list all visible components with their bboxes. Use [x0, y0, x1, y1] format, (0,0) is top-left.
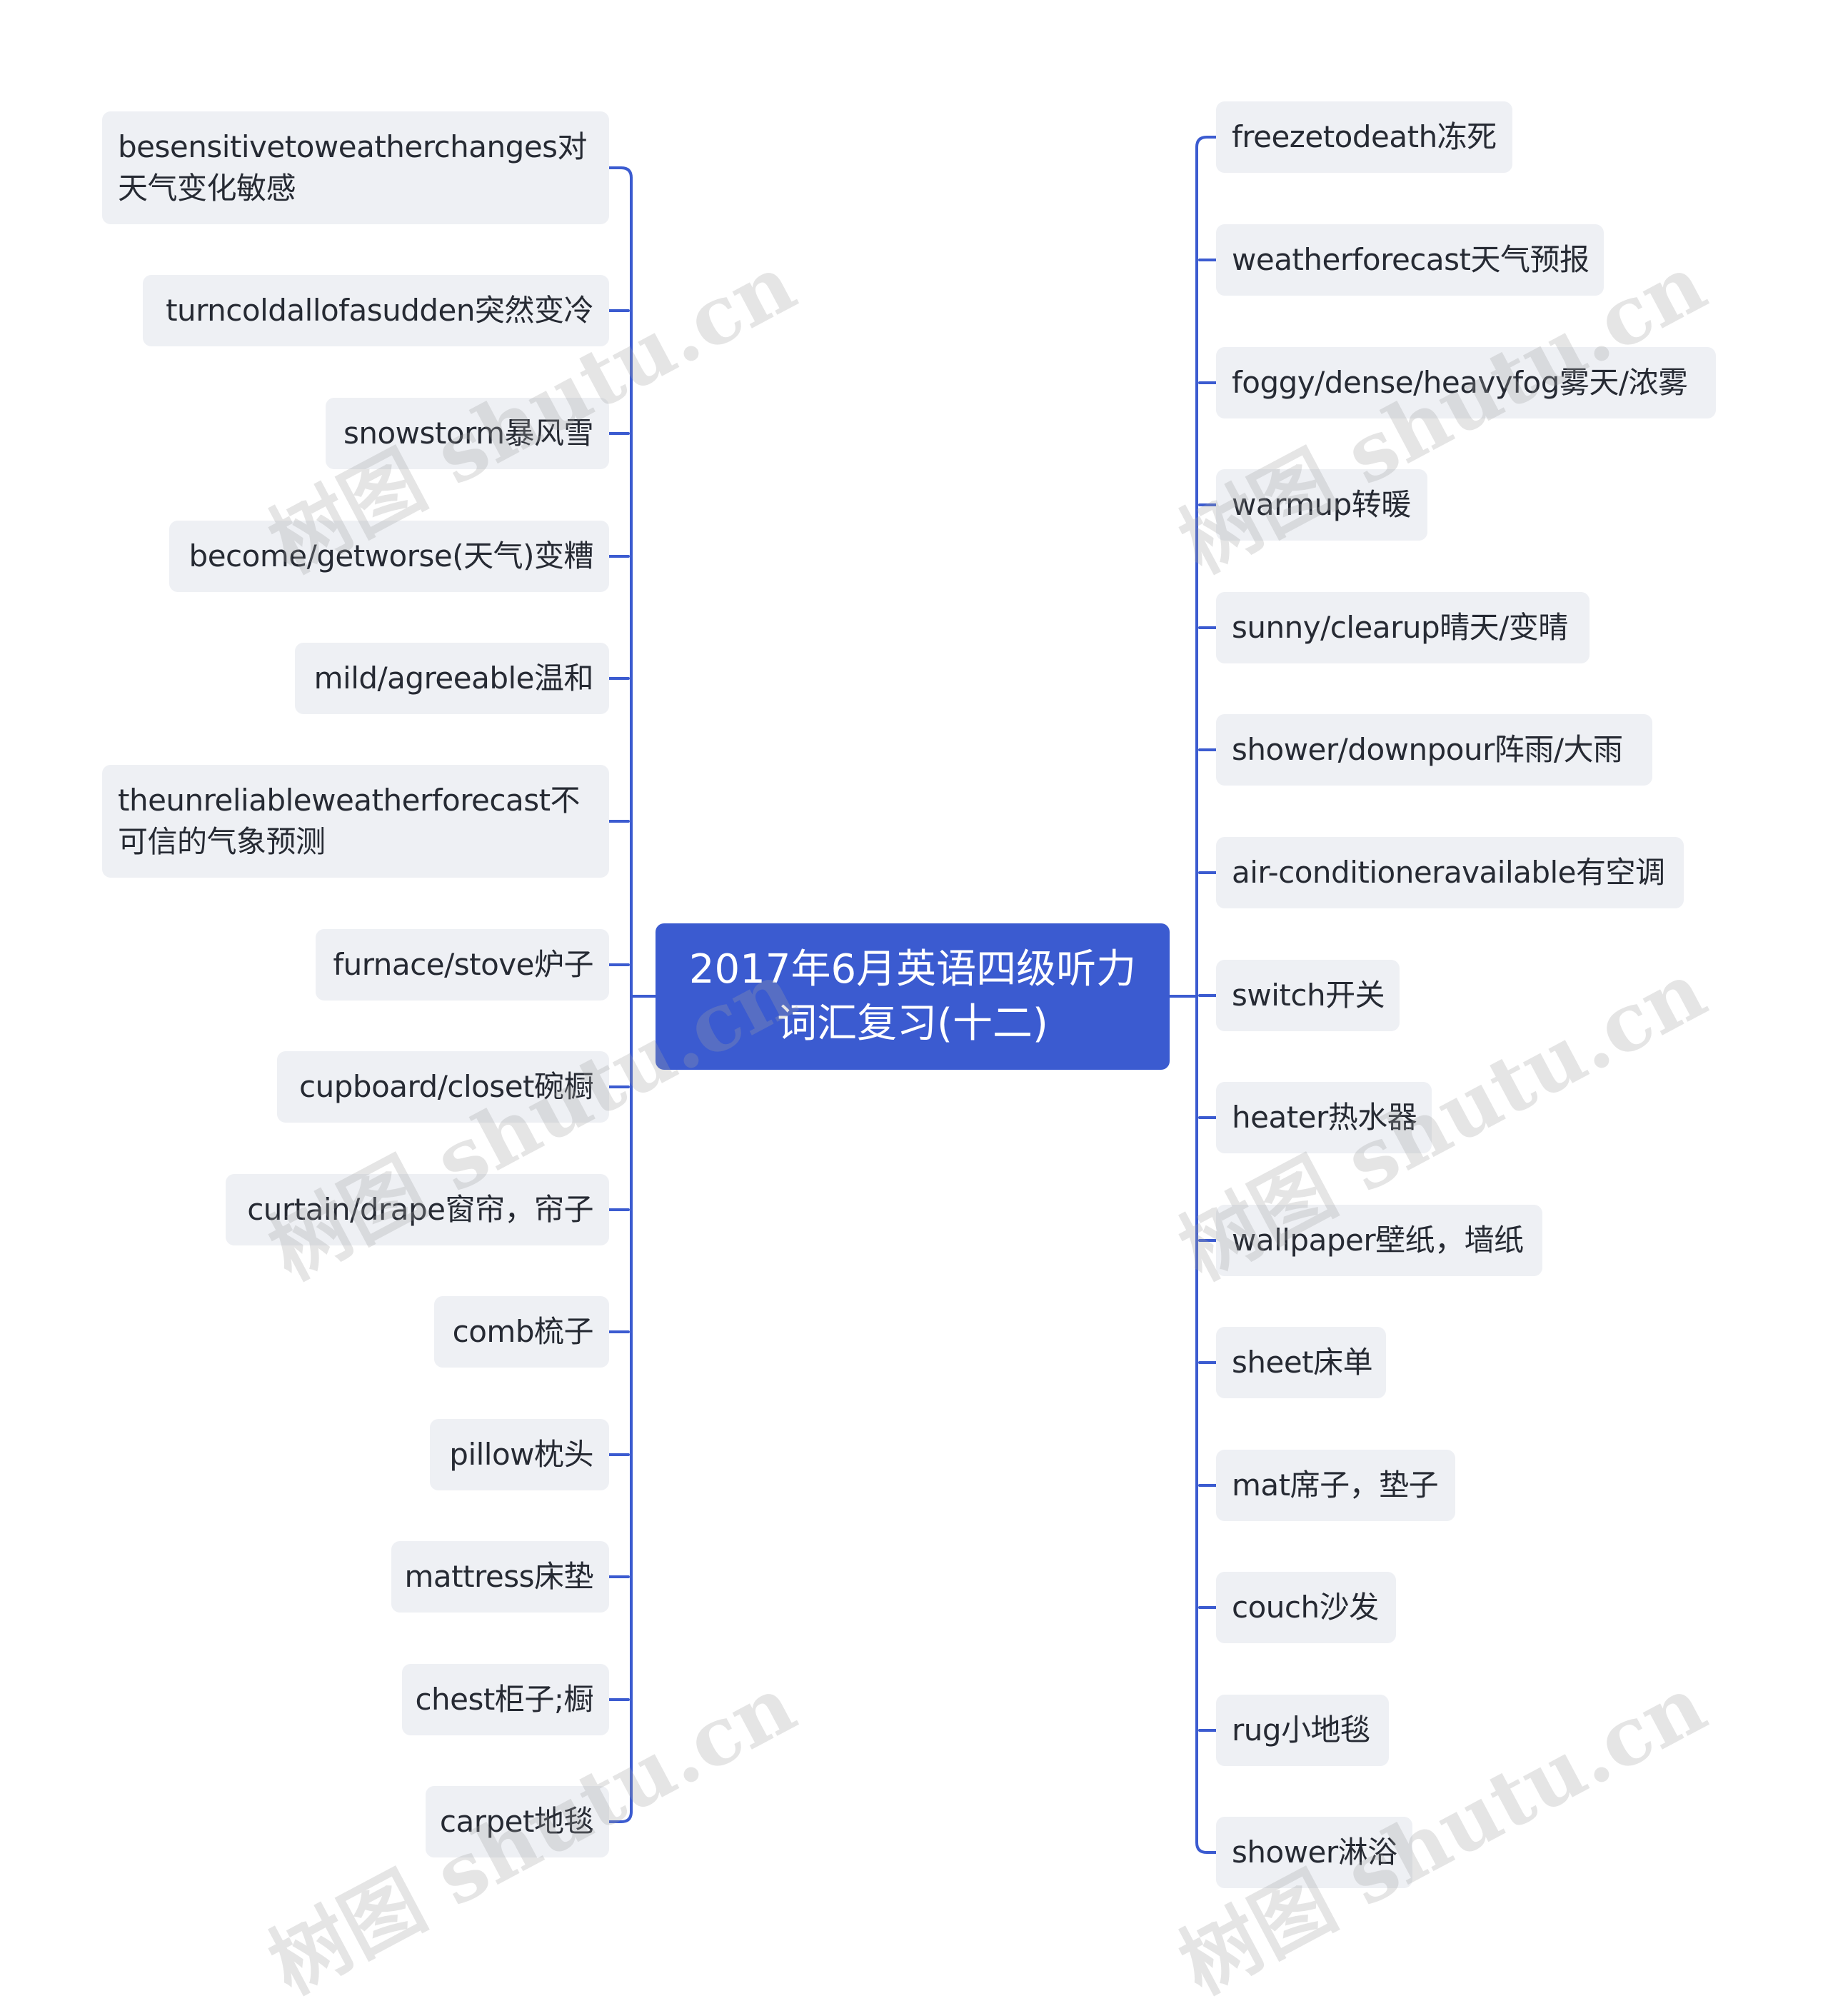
left-branch-item[interactable]: furnace/stove炉子	[316, 929, 609, 1001]
connector	[608, 166, 633, 179]
central-topic[interactable]: 2017年6月英语四级听力 词汇复习(十二)	[656, 923, 1170, 1070]
left-branch-item[interactable]: mattress床垫	[391, 1541, 609, 1613]
left-branch-item[interactable]: snowstorm暴风雪	[326, 398, 609, 469]
left-branch-item[interactable]: become/getworse(天气)变糟	[169, 521, 609, 592]
right-branch-item[interactable]: freezetodeath冻死	[1216, 101, 1512, 173]
central-topic-line2: 词汇复习(十二)	[777, 1000, 1048, 1047]
left-branch-item[interactable]: curtain/drape窗帘，帘子	[226, 1174, 609, 1245]
right-branch-item[interactable]: shower/downpour阵雨/大雨	[1216, 714, 1652, 786]
connector	[1195, 136, 1217, 149]
connector	[608, 1810, 633, 1823]
right-branch-item[interactable]: switch开关	[1216, 960, 1400, 1031]
connector	[1195, 1841, 1217, 1854]
right-branch-item[interactable]: weatherforecast天气预报	[1216, 224, 1604, 296]
right-branch-item[interactable]: sheet床单	[1216, 1327, 1386, 1398]
central-topic-line1: 2017年6月英语四级听力	[688, 946, 1137, 993]
right-branch-item[interactable]: sunny/clearup晴天/变晴	[1216, 592, 1590, 663]
right-branch-item[interactable]: air-conditioneravailable有空调	[1216, 837, 1684, 908]
right-branch-item[interactable]: mat席子，垫子	[1216, 1450, 1455, 1521]
right-branch-item[interactable]: wallpaper壁纸，墙纸	[1216, 1205, 1542, 1276]
right-branch-item[interactable]: heater热水器	[1216, 1082, 1432, 1153]
left-branch-item[interactable]: theunreliableweatherforecast不可信的气象预测	[102, 765, 609, 878]
left-branch-item[interactable]: turncoldallofasudden突然变冷	[143, 275, 609, 346]
left-branch-item[interactable]: carpet地毯	[426, 1786, 609, 1857]
left-branch-item[interactable]: chest柜子;橱	[402, 1664, 609, 1735]
left-branch-item[interactable]: pillow枕头	[430, 1419, 609, 1490]
right-branch-item[interactable]: couch沙发	[1216, 1572, 1396, 1643]
left-branch-item[interactable]: comb梳子	[434, 1296, 609, 1368]
left-branch-item[interactable]: besensitivetoweatherchanges对天气变化敏感	[102, 111, 609, 224]
right-branch-item[interactable]: foggy/dense/heavyfog雾天/浓雾	[1216, 347, 1716, 418]
right-branch-item[interactable]: shower淋浴	[1216, 1817, 1412, 1888]
left-branch-item[interactable]: mild/agreeable温和	[295, 643, 609, 714]
right-branch-item[interactable]: rug小地毯	[1216, 1695, 1389, 1766]
right-branch-item[interactable]: warmup转暖	[1216, 469, 1427, 541]
left-branch-item[interactable]: cupboard/closet碗橱	[277, 1051, 609, 1123]
